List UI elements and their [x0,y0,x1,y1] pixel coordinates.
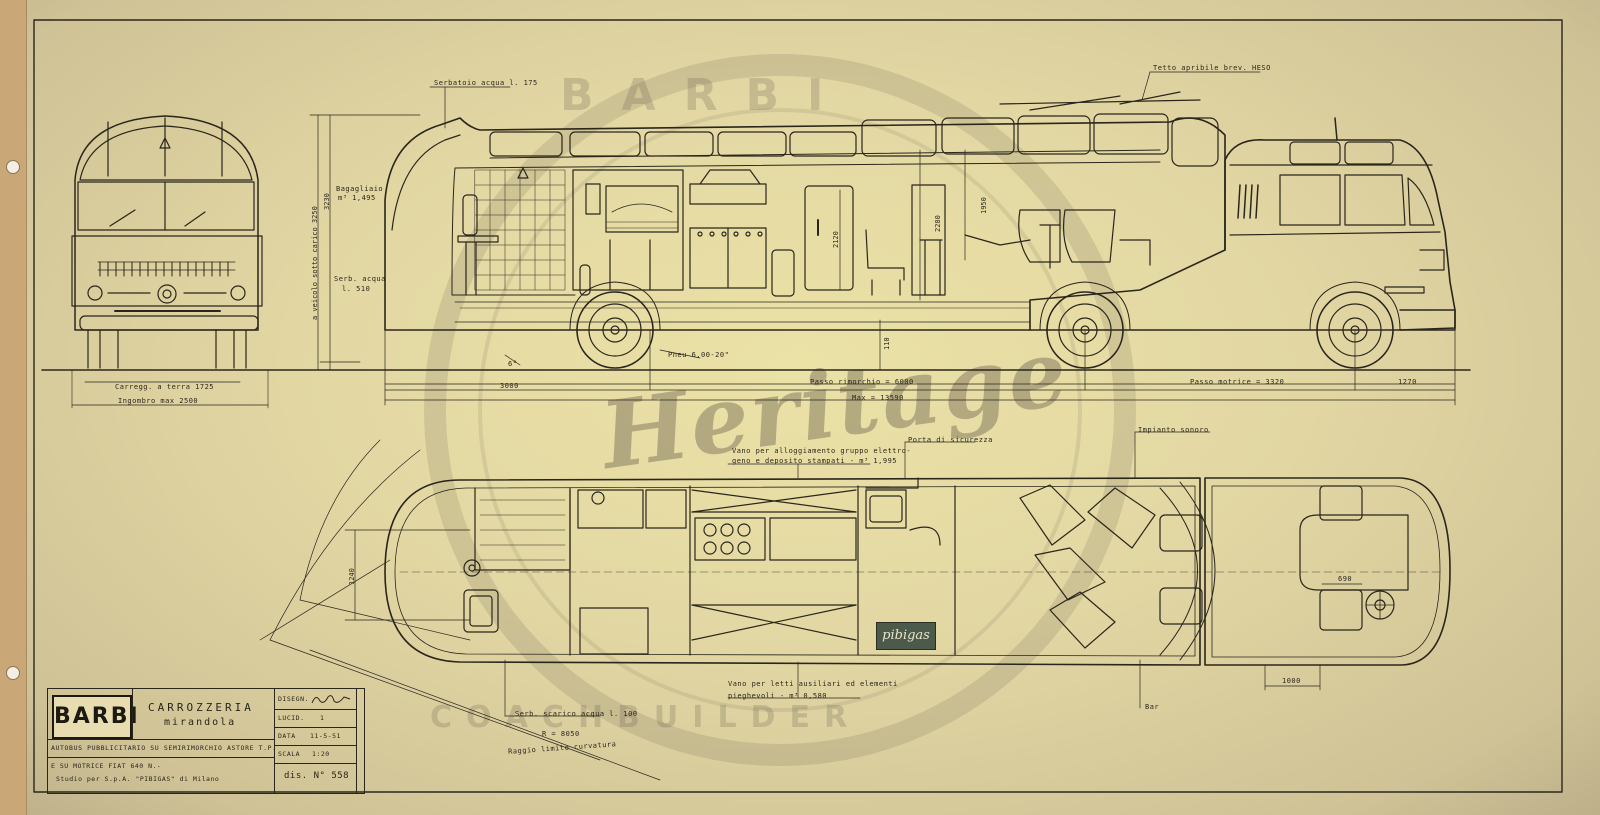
label-passo-rimorchio: Passo rimorchio = 6000 [810,378,914,386]
label-vano-gruppo-1: Vano per alloggiamento gruppo elettro- [732,447,912,455]
title-disegn-label: DISEGN. [278,695,309,703]
title-lucid-value: 1 [320,714,325,722]
watermark-bottom-text: COACHBUILDER [430,700,862,735]
label-pneu: Pneu 6,00-20" [668,351,730,359]
label-dim-1240: 1240 [348,568,356,585]
label-passo-motrice: Passo motrice = 3320 [1190,378,1285,386]
title-lucid-label: LUCID. [278,714,305,722]
label-max-length: Max = 13590 [852,394,904,402]
label-vano-gruppo-2: geno e deposito stampati - m³ 1,995 [732,457,898,465]
title-carrozzeria: CARROZZERIA [148,701,254,714]
label-raggio-r: R = 8050 [542,730,580,738]
title-mirandola: mirandola [164,717,237,728]
label-impianto-sonoro: Impianto sonoro [1138,426,1209,434]
side-view-trailer [384,91,1226,331]
label-serb-acqua-left-value: l. 510 [342,285,371,293]
label-dim-3000: 3000 [500,382,519,390]
title-data-label: DATA [278,732,296,740]
label-bagagliaio-volume: m³ 1,495 [338,194,376,202]
label-dim-110: 110 [883,337,891,350]
title-scala-label: SCALA [278,750,301,758]
punch-hole-icon [6,160,20,174]
label-dim-1270: 1270 [1398,378,1417,386]
signature-icon [311,695,351,704]
label-bagagliaio: Bagagliaio [336,185,384,193]
side-dimensions [309,71,1456,406]
title-description-line2: E SU MOTRICE FIAT 640 N.- [51,762,162,770]
wheels [569,281,1401,369]
title-drawing-number: dis. N° 558 [284,771,350,781]
label-porta-sicurezza: Porta di sicurezza [908,436,993,444]
front-view [71,115,269,409]
plan-view [259,431,1451,781]
title-scala-value: 1:20 [312,750,330,758]
label-dim-1950: 1950 [980,197,988,214]
label-dim-2280: 2280 [934,215,942,232]
title-description-line1: AUTOBUS PUBBLICITARIO SU SEMIRIMORCHIO A… [51,744,277,752]
label-dim-2120: 2120 [832,231,840,248]
label-carreggiata: Carregg. a terra 1725 [115,383,215,391]
label-vano-letti-2: pieghevoli - m³ 0,580 [728,692,828,700]
title-block: BARBI CARROZZERIA mirandola AUTOBUS PUBB… [47,688,365,794]
label-tetto-apribile: Tetto apribile brev. HESO [1153,64,1271,72]
title-data-value: 11-5-51 [310,732,341,740]
drawing-frame [33,19,1563,793]
label-dim-3230: 3230 [323,193,331,210]
label-vano-letti-1: Vano per letti ausiliari ed elementi [728,680,898,688]
side-view-tractor [1029,117,1456,331]
label-serb-acqua-left: Serb. acqua [334,275,386,283]
label-dim-1000: 1000 [1282,677,1301,685]
label-serb-scarico: Serb. scarico acqua l. 100 [515,710,638,718]
punch-hole-icon [6,666,20,680]
pibigas-sign: pibigas [876,622,936,650]
label-veicolo-sotto-carico: a veicolo sotto carico 3250 [311,206,319,320]
watermark-top-text: BARBI [560,70,852,121]
title-description-line3: Studio per S.p.A. "PIBIGAS" di Milano [56,775,220,783]
barbi-logo: BARBI [52,695,138,739]
label-ingombro: Ingombro max 2500 [118,397,199,405]
label-dim-690: 690 [1338,575,1353,583]
label-angle: 6° [508,360,518,368]
label-serbatoio-acqua: Serbatoio acqua l. 175 [434,79,538,87]
label-bar: Bar [1145,703,1160,711]
